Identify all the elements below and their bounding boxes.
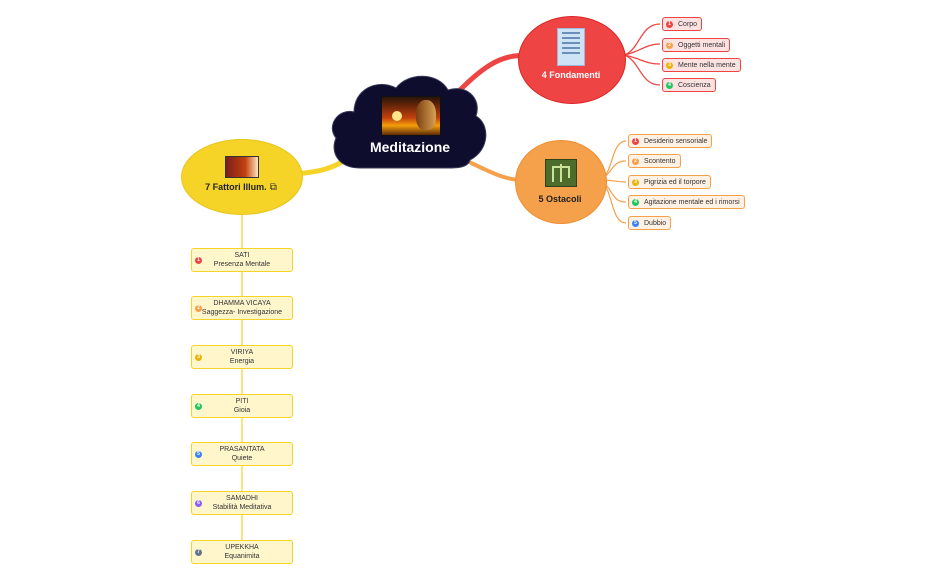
central-topic-title: Meditazione [369, 139, 451, 155]
ostacoli-item-label: Pigrizia ed il torpore [644, 179, 706, 186]
fattori-item-subtitle: Presenza Mentale [213, 261, 271, 268]
topic-fattori-title-text: 7 Fattori Illum. [205, 182, 267, 192]
ostacoli-item[interactable]: 3 Pigrizia ed il torpore [628, 175, 711, 189]
fondamenti-item-label: Oggetti mentali [678, 42, 726, 49]
number-badge-icon: 2 [632, 158, 639, 165]
number-badge-icon: 1 [632, 138, 639, 145]
topic-fattori-title: 7 Fattori Illum.⧉ [181, 182, 301, 193]
number-badge-icon: 3 [666, 62, 673, 69]
ostacoli-item-label: Desiderio sensoriale [644, 138, 708, 145]
number-badge-icon: 1 [666, 21, 673, 28]
fattori-item-title: PRASANTATA [219, 446, 265, 453]
fondamenti-item-label: Corpo [678, 21, 698, 28]
fattori-item-title: SATI [234, 252, 250, 259]
number-badge-icon: 5 [632, 220, 639, 227]
landscape-image [545, 159, 577, 187]
fattori-item-title: UPEKKHA [225, 544, 259, 551]
fattori-item[interactable]: 7 UPEKKHA Equanimita [191, 540, 293, 564]
fondamenti-item-label: Coscienza [678, 82, 711, 89]
sun-icon [392, 111, 402, 121]
external-link-icon[interactable]: ⧉ [269, 182, 277, 193]
number-badge-icon: 1 [195, 257, 202, 264]
connector-fondamenti-items [623, 23, 661, 86]
number-badge-icon: 6 [195, 500, 202, 507]
fattori-item-subtitle: Gioia [233, 407, 251, 414]
number-badge-icon: 4 [666, 82, 673, 89]
fattori-item[interactable]: 6 SAMADHI Stabilità Meditativa [191, 491, 293, 515]
number-badge-icon: 3 [632, 179, 639, 186]
ostacoli-item-label: Agitazione mentale ed i rimorsi [644, 199, 740, 206]
fondamenti-item-label: Mente nella mente [678, 62, 736, 69]
ostacoli-item[interactable]: 5 Dubbio [628, 216, 672, 230]
number-badge-icon: 3 [195, 354, 202, 361]
number-badge-icon: 4 [632, 199, 639, 206]
ostacoli-item-label: Dubbio [644, 220, 667, 227]
number-badge-icon: 2 [666, 42, 673, 49]
number-badge-icon: 7 [195, 549, 202, 556]
fondamenti-item[interactable]: 2 Oggetti mentali [662, 38, 731, 52]
number-badge-icon: 5 [195, 451, 202, 458]
fattori-item[interactable]: 2 DHAMMA VICAYA Saggezza- Investigazione [191, 296, 293, 320]
ostacoli-item-label: Scontento [644, 158, 676, 165]
fattori-item-subtitle: Quiete [231, 455, 253, 462]
book-cover-image [557, 28, 585, 66]
ostacoli-item[interactable]: 4 Agitazione mentale ed i rimorsi [628, 195, 745, 209]
fattori-item-title: PITI [235, 398, 249, 405]
buddha-sunset-image [381, 96, 441, 136]
fattori-item-subtitle: Stabilità Meditativa [212, 504, 272, 511]
fattori-item-subtitle: Equanimita [224, 553, 260, 560]
fattori-item-title: DHAMMA VICAYA [213, 300, 271, 307]
fattori-item-title: SAMADHI [226, 495, 258, 502]
number-badge-icon: 4 [195, 403, 202, 410]
topic-ostacoli-title: 5 Ostacoli [538, 194, 582, 204]
fattori-item[interactable]: 5 PRASANTATA Quiete [191, 442, 293, 466]
fattori-item[interactable]: 4 PITI Gioia [191, 394, 293, 418]
number-badge-icon: 2 [195, 305, 202, 312]
meditation-video-image [225, 156, 259, 178]
ostacoli-item[interactable]: 1 Desiderio sensoriale [628, 134, 713, 148]
fattori-item[interactable]: 3 VIRIYA Energia [191, 345, 293, 369]
fondamenti-item[interactable]: 3 Mente nella mente [662, 58, 741, 72]
fattori-item-title: VIRIYA [230, 349, 254, 356]
topic-fattori[interactable] [181, 139, 303, 215]
buddha-head-icon [416, 100, 436, 130]
fondamenti-item[interactable]: 1 Corpo [662, 17, 703, 31]
fattori-item[interactable]: 1 SATI Presenza Mentale [191, 248, 293, 272]
fattori-item-subtitle: Saggezza- Investigazione [201, 309, 283, 316]
topic-fondamenti-title: 4 Fondamenti [541, 70, 601, 80]
ostacoli-item[interactable]: 2 Scontento [628, 154, 681, 168]
fattori-item-subtitle: Energia [229, 358, 255, 365]
fondamenti-item[interactable]: 4 Coscienza [662, 78, 716, 92]
